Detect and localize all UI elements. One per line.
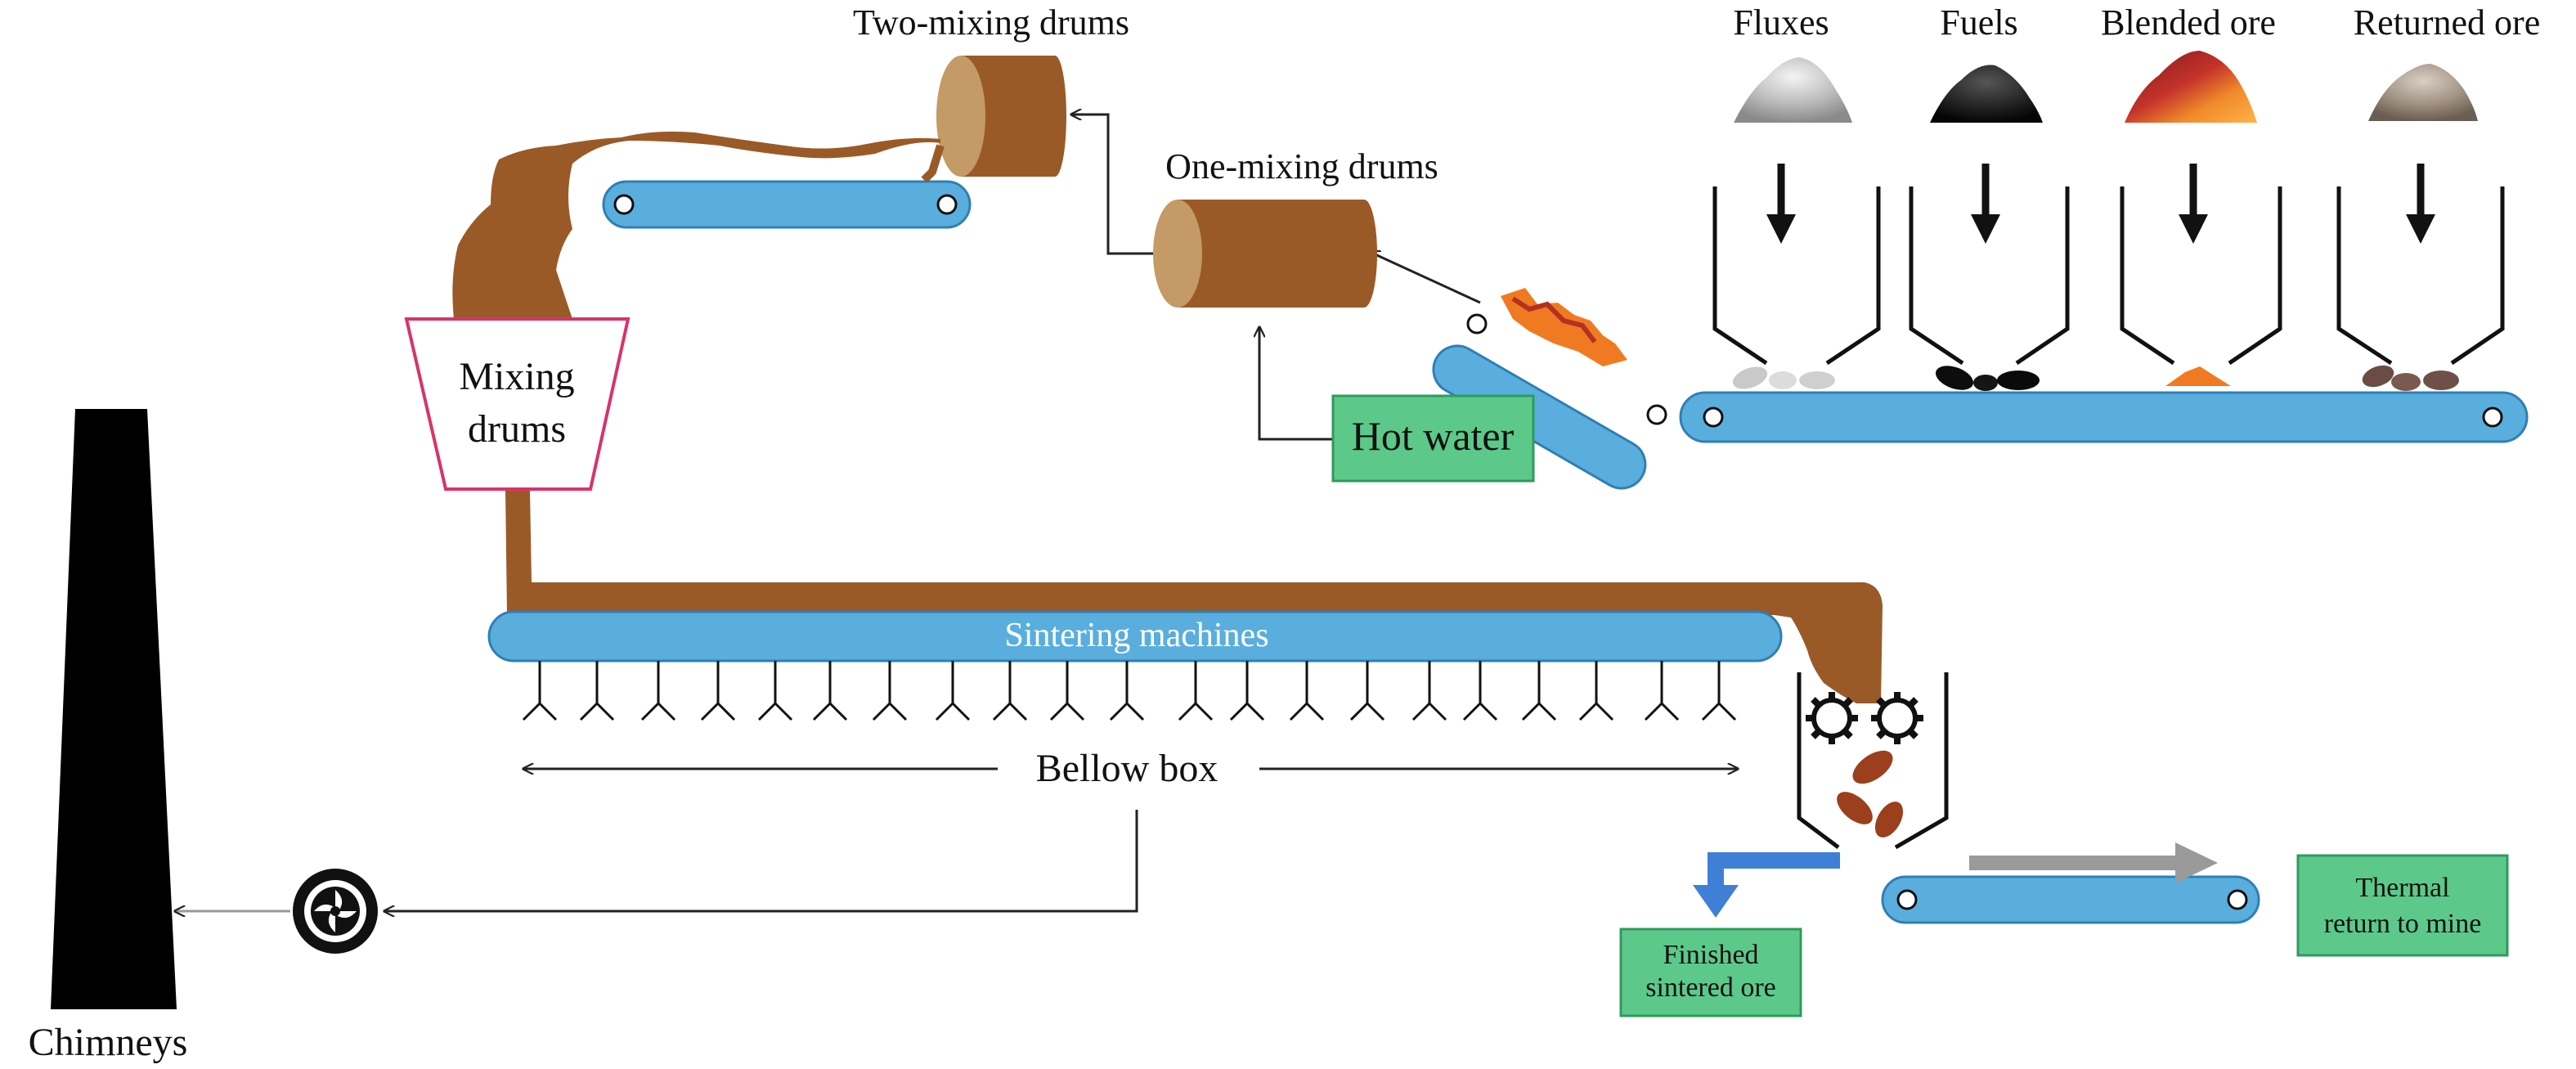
bellow-leg <box>1349 661 1385 721</box>
bellow-leg <box>522 661 558 721</box>
finished-ore-arrow <box>1693 852 1840 918</box>
mixing-drums-label-line1: Mixing <box>459 355 574 398</box>
blended-ore-label: Blended ore <box>2101 2 2276 43</box>
returned-ore-label: Returned ore <box>2354 2 2540 43</box>
thermal-return-label-line1: Thermal <box>2355 873 2449 903</box>
two-mixing-drum: Two-mixing drums <box>853 2 1129 177</box>
crusher-gear-icon-left <box>1806 692 1858 744</box>
returned-ore-particles <box>2362 365 2459 391</box>
chimneys-label: Chimneys <box>29 1021 188 1064</box>
hot-water-box <box>1331 394 1535 483</box>
bellow-leg <box>1049 661 1085 721</box>
material-blended-ore: Blended ore <box>2101 2 2282 386</box>
fluxes-particles <box>1732 366 1835 389</box>
hot-water-arrow <box>1259 327 1333 441</box>
upper-conveyor <box>602 180 972 229</box>
bellow-leg <box>1411 661 1447 721</box>
bellow-leg <box>992 661 1028 721</box>
bellow-box-legs <box>522 661 1737 721</box>
fluxes-hopper <box>1712 186 1881 366</box>
bellow-leg <box>1178 661 1214 721</box>
fluxes-down-arrow-icon <box>1766 214 1796 244</box>
bellow-leg <box>935 661 971 721</box>
thermal-return-label-line2: return to mine <box>2324 909 2482 939</box>
bellow-box-label: Bellow box <box>1036 747 1218 790</box>
fuels-pile-icon <box>1930 65 2043 123</box>
mixed-material-flow-upper <box>452 131 940 319</box>
mixing-drums-hopper: Mixing drums <box>404 317 631 491</box>
material-returned-ore: Returned ore <box>2336 2 2540 391</box>
bellow-leg <box>700 661 736 721</box>
finished-label-line1: Finished <box>1663 940 1758 970</box>
blended-ore-down-arrow-icon <box>2179 214 2208 244</box>
one-to-two-mixing-arrow <box>1071 115 1153 255</box>
inclined-conveyor-ore <box>1501 288 1627 366</box>
hot-water: Hot water <box>1259 327 1535 483</box>
fuels-particles <box>1936 366 2040 391</box>
bellow-leg <box>1578 661 1614 721</box>
sintering-machine: Sintering machines <box>487 610 1783 663</box>
returned-ore-down-arrow-icon <box>2406 214 2435 244</box>
blended-ore-pile-icon <box>2125 51 2257 123</box>
mixed-material-flow-sinter <box>505 491 1883 703</box>
bellow-leg <box>1644 661 1680 721</box>
two-mixing-drums-label: Two-mixing drums <box>853 2 1129 43</box>
crusher <box>1797 672 1949 850</box>
mixing-drums-label-line2: drums <box>468 407 566 451</box>
one-mixing-drums-label: One-mixing drums <box>1165 146 1438 186</box>
bellow-leg <box>757 661 793 721</box>
blended-ore-particles <box>2165 366 2231 386</box>
bellow-leg <box>1462 661 1498 721</box>
finished-label-line2: sintered ore <box>1645 972 1776 1003</box>
hot-water-label: Hot water <box>1352 413 1515 459</box>
bellow-leg <box>1229 661 1265 721</box>
bellow-leg <box>1521 661 1557 721</box>
material-fuels: Fuels <box>1909 2 2070 391</box>
material-fluxes: Fluxes <box>1712 2 1881 389</box>
fuels-label: Fuels <box>1940 2 2017 43</box>
fuels-down-arrow-icon <box>1971 214 2000 244</box>
bellow-leg <box>579 661 615 721</box>
fan-icon <box>293 869 378 954</box>
return-arrow <box>1969 842 2218 883</box>
bellow-leg <box>1289 661 1325 721</box>
thermal-return-to-mine: Thermal return to mine <box>2296 854 2509 957</box>
returned-ore-pile-icon <box>2368 64 2478 121</box>
feed-conveyor <box>1679 391 2529 443</box>
fuels-hopper <box>1909 186 2070 366</box>
crushed-sinter-pieces <box>1837 750 1904 838</box>
bellow-box: Bellow box <box>384 747 1738 911</box>
bellow-leg <box>1109 661 1145 721</box>
bellow-leg <box>1701 661 1737 721</box>
inclined-conveyor <box>1432 288 1667 490</box>
finished-box <box>1619 928 1802 1017</box>
bellow-leg <box>872 661 908 721</box>
chimney: Chimneys <box>29 409 188 1064</box>
sintering-machines-label: Sintering machines <box>1004 617 1268 654</box>
finished-sintered-ore: Finished sintered ore <box>1619 928 1802 1017</box>
crusher-gear-icon-right <box>1871 692 1923 744</box>
feed-to-one-mixing-arrow <box>1370 252 1481 304</box>
bellow-to-fan-line <box>384 810 1138 911</box>
bellow-leg <box>812 661 848 721</box>
fluxes-label: Fluxes <box>1733 2 1829 43</box>
return-conveyor <box>1881 875 2260 924</box>
returned-ore-hopper <box>2336 186 2505 366</box>
bellow-leg <box>640 661 676 721</box>
fluxes-pile-icon <box>1734 57 1852 123</box>
thermal-return-box <box>2296 854 2509 957</box>
one-mixing-drum: One-mixing drums <box>1153 146 1438 308</box>
blended-ore-hopper <box>2120 186 2282 366</box>
